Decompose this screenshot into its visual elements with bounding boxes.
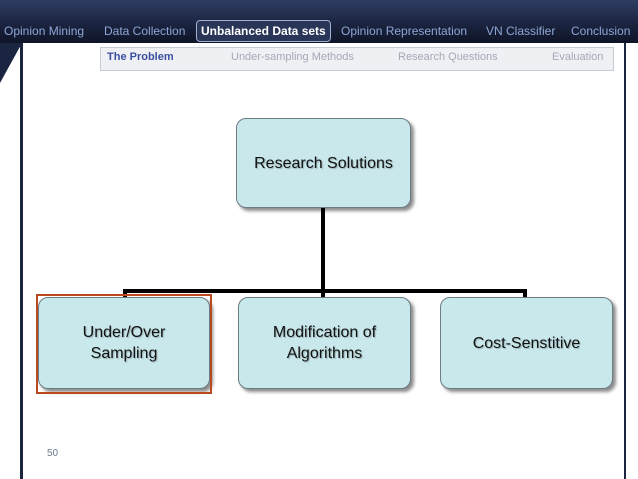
child-node-label: Modification of Algorithms bbox=[272, 324, 377, 362]
connector-middle-drop bbox=[321, 289, 325, 298]
connector-left-drop bbox=[123, 289, 127, 298]
decorative-corner bbox=[0, 43, 22, 83]
root-node-research-solutions: Research Solutions bbox=[236, 118, 411, 208]
tab-vn-classifier[interactable]: VN Classifier bbox=[486, 24, 556, 38]
child-node-under-over-sampling: Under/Over Sampling bbox=[38, 297, 210, 389]
subtab-under-sampling-methods[interactable]: Under-sampling Methods bbox=[231, 51, 354, 63]
subtab-research-questions[interactable]: Research Questions bbox=[398, 51, 498, 63]
right-border-strip bbox=[624, 43, 626, 479]
tab-data-collection[interactable]: Data Collection bbox=[104, 24, 186, 38]
tab-opinion-representation[interactable]: Opinion Representation bbox=[341, 24, 468, 38]
top-navigation-bar: Opinion Mining Data Collection Unbalance… bbox=[0, 0, 638, 43]
child-node-cost-sensitive: Cost-Senstitive bbox=[440, 297, 613, 389]
subtab-the-problem[interactable]: The Problem bbox=[107, 51, 174, 63]
root-node-label: Research Solutions bbox=[254, 154, 393, 172]
connector-horizontal bbox=[123, 289, 527, 293]
child-node-label: Cost-Senstitive bbox=[472, 334, 581, 352]
left-border-strip bbox=[20, 43, 23, 479]
connector-right-drop bbox=[523, 289, 527, 298]
subtab-evaluation[interactable]: Evaluation bbox=[552, 51, 604, 63]
child-node-label: Under/Over Sampling bbox=[82, 324, 166, 362]
tab-opinion-mining[interactable]: Opinion Mining bbox=[4, 24, 85, 38]
highlight-frame bbox=[36, 294, 212, 394]
connector-root-vertical bbox=[321, 207, 325, 291]
page-number: 50 bbox=[47, 448, 59, 459]
tab-unbalanced-data-sets[interactable]: Unbalanced Data sets bbox=[196, 20, 331, 42]
tab-conclusion[interactable]: Conclusion bbox=[571, 24, 631, 38]
child-node-modification-of-algorithms: Modification of Algorithms bbox=[238, 297, 411, 389]
sub-navigation-bar: The Problem Under-sampling Methods Resea… bbox=[100, 47, 614, 71]
